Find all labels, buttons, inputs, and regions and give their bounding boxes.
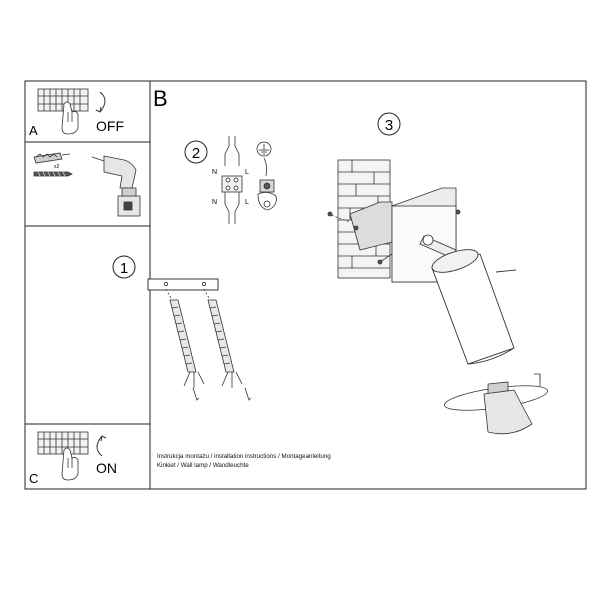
breaker-box-icon [37, 88, 89, 112]
panel-a-letter: A [29, 123, 38, 138]
dowel-icon [165, 288, 205, 401]
step-3: 3 [327, 112, 548, 435]
step-2-number: 2 [192, 145, 200, 162]
footer-line-2: Kinkiet / Wall lamp / Wandleuchte [157, 462, 249, 469]
wire-left-top-label: N [212, 169, 217, 176]
quantity-label: x2 [54, 164, 60, 170]
wire-right-bottom-label: L [245, 199, 249, 206]
step-3-circle [377, 112, 401, 136]
footer-caption: Instrukcja montażu / installation instru… [157, 452, 331, 470]
lamp-shade-icon [431, 249, 517, 365]
gu10-bulb-icon [444, 373, 548, 435]
screw-icon [33, 171, 73, 177]
lamp-arm [419, 234, 457, 259]
breaker-box-icon [37, 431, 89, 455]
wire-right-top-label: L [245, 169, 249, 176]
off-label: OFF [96, 118, 124, 134]
step-1: 1 [112, 255, 252, 401]
step-1-number: 1 [120, 260, 128, 277]
hand-icon [61, 447, 79, 481]
panel-c-letter: C [29, 471, 38, 486]
on-label: ON [96, 460, 117, 476]
step-2: 2 N L N L [184, 136, 277, 224]
drill-panel: x2 [33, 152, 141, 217]
terminal-block-icon [221, 136, 243, 224]
hand-icon [61, 101, 79, 135]
wall-plug-icon [33, 152, 71, 164]
panel-c: C ON [29, 431, 117, 486]
drill-icon [91, 155, 141, 217]
dowel-icon [203, 288, 252, 401]
step-2-circle [184, 140, 208, 164]
step-3-number: 3 [385, 117, 393, 134]
footer-line-1: Instrukcja montażu / installation instru… [157, 453, 331, 460]
panel-a: A OFF [29, 88, 124, 138]
mounting-plate [147, 278, 219, 291]
ground-terminal-icon [257, 179, 277, 211]
step-1-circle [112, 255, 136, 279]
switch-down-arrow-icon [95, 91, 106, 113]
switch-up-arrow-icon [96, 435, 107, 457]
panel-b-letter: B [153, 86, 168, 111]
wire-left-bottom-label: N [212, 199, 217, 206]
ground-symbol-icon [256, 141, 272, 177]
